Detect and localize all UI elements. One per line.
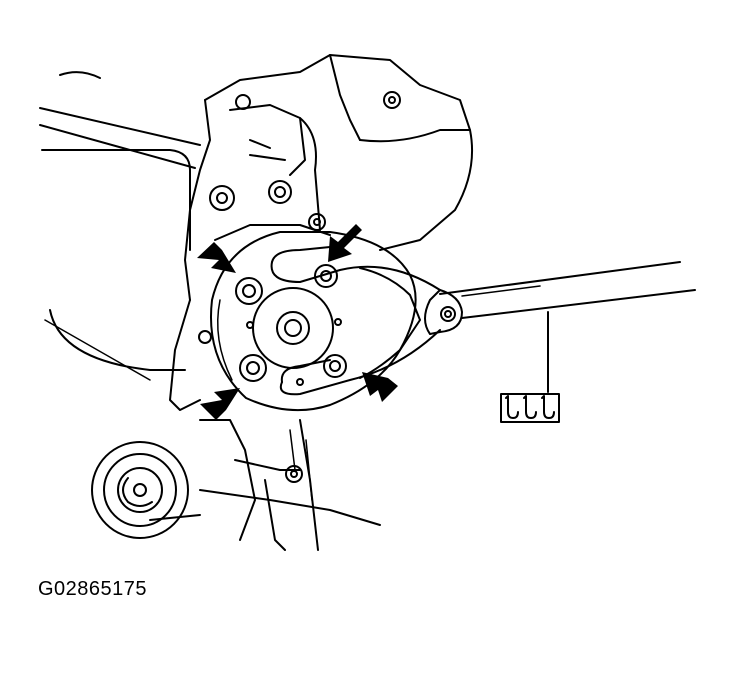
holding-tool bbox=[270, 245, 696, 396]
nut-lower-left bbox=[239, 354, 267, 382]
arrow-lower-left bbox=[200, 388, 240, 420]
arrow-upper-right bbox=[328, 224, 362, 262]
nut-upper-left bbox=[235, 277, 263, 305]
engine-structure bbox=[39, 54, 474, 551]
arrow-upper-left bbox=[197, 242, 236, 273]
background-bolts bbox=[198, 91, 401, 483]
indicator-arrows bbox=[197, 224, 398, 420]
hub-nuts bbox=[235, 277, 267, 382]
nut-upper-right bbox=[314, 264, 338, 288]
lower-pulley bbox=[91, 441, 189, 539]
figure-code: G02865175 bbox=[38, 578, 148, 600]
special-service-tool-icon bbox=[500, 393, 560, 423]
nut-lower-right bbox=[323, 354, 347, 378]
arrow-lower-right bbox=[362, 372, 398, 402]
